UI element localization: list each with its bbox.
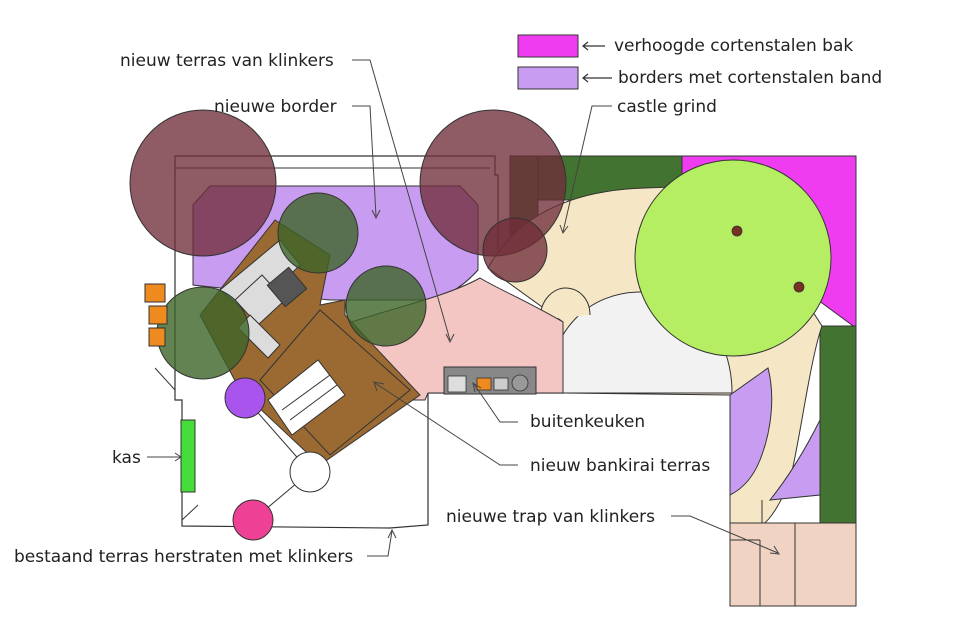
shrub-purple [224, 377, 266, 419]
label-new-border: nieuwe border [214, 97, 337, 117]
legend-label-raised-bed: verhoogde cortenstalen bak [614, 36, 854, 56]
greenhouse [180, 419, 196, 493]
sun-loungers [267, 359, 346, 436]
arrow-stairs [671, 515, 779, 554]
arrow-existing [367, 530, 393, 557]
tree-green-2 [345, 265, 427, 347]
label-kitchen: buitenkeuken [530, 412, 646, 432]
legend-swatch-raised-bed [517, 34, 579, 58]
legend-swatch-borders [517, 66, 579, 90]
tree-plum-3 [482, 217, 548, 283]
tree-green-1 [277, 192, 359, 274]
stairs [729, 522, 857, 607]
tree-lime [634, 159, 832, 357]
arrow-border [352, 105, 377, 217]
tree-green-3 [156, 286, 250, 380]
label-existing-terrace: bestaand terras herstraten met klinkers [14, 547, 354, 567]
shrub-pink [232, 499, 274, 541]
label-greenhouse: kas [112, 448, 141, 468]
label-new-terrace: nieuw terras van klinkers [120, 51, 334, 71]
label-stairs: nieuwe trap van klinkers [446, 507, 656, 527]
orange-chairs [144, 283, 168, 347]
outdoor-kitchen [443, 366, 537, 395]
legend-label-borders: borders met cortenstalen band [618, 68, 883, 88]
label-deck: nieuw bankirai terras [530, 456, 711, 476]
arrow-deck [374, 382, 518, 466]
arrow-terrace [352, 59, 451, 341]
border-right [729, 367, 773, 496]
arrow-kitchen [473, 383, 518, 423]
shrub-white [289, 451, 331, 493]
label-gravel: castle grind [617, 97, 717, 117]
arrow-gravel [562, 105, 612, 233]
dark-green-hedge-right [819, 325, 857, 557]
tree-plum-1 [129, 109, 277, 257]
